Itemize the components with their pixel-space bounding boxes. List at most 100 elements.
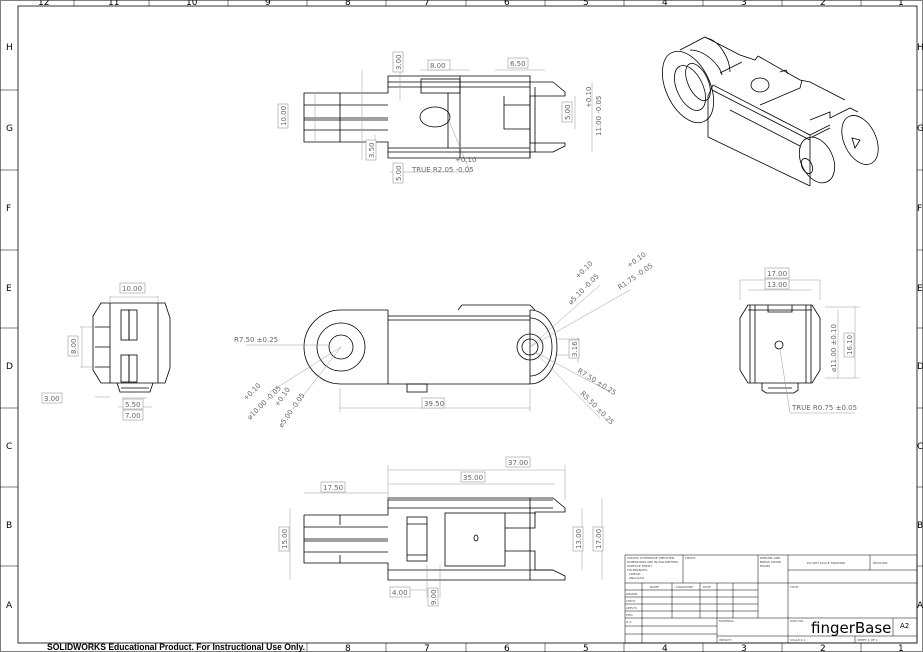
dim-37.00: 37.00 bbox=[508, 459, 528, 467]
front-view: R7.50 ±0.25 39.50 3.16 R7.50 ±0.25 R5.50… bbox=[234, 251, 655, 429]
label: DIMENSIONS ARE IN MILLIMETERS bbox=[627, 560, 678, 564]
label: H bbox=[917, 43, 923, 53]
dim-r1.75: R1.75 -0.05 bbox=[617, 262, 655, 292]
dim-4.00: 4.00 bbox=[392, 589, 408, 597]
label: DATE bbox=[703, 585, 711, 589]
isometric-view bbox=[661, 36, 879, 187]
dim-8.00: 8.00 bbox=[70, 338, 78, 354]
label: C bbox=[6, 442, 12, 452]
zone-10: 10 bbox=[186, 0, 198, 8]
label: APPV'D bbox=[626, 606, 638, 610]
dim-dia11.00: ⌀11.00 ±0.10 bbox=[830, 324, 838, 372]
label: F bbox=[917, 204, 922, 214]
dim-15.00: 15.00 bbox=[281, 529, 289, 549]
label: E bbox=[917, 284, 923, 294]
dim-13.00: 13.00 bbox=[767, 281, 787, 289]
zone-1: 1 bbox=[898, 0, 904, 8]
dim-13.00: 13.00 bbox=[575, 529, 583, 549]
label: ANGULAR: bbox=[629, 576, 645, 580]
bottom-view: 37.00 35.00 17.50 15.00 13.00 17.00 4.00… bbox=[278, 456, 604, 607]
dim-11.00-tol: +0.10 bbox=[585, 87, 593, 108]
dim-5.00-b: 5.00 bbox=[564, 104, 572, 120]
label: 2 bbox=[820, 644, 826, 652]
dim-3.50: 3.50 bbox=[368, 142, 376, 158]
left-view: 10.00 8.00 3.00 5.50 7.00 bbox=[41, 282, 171, 421]
zone-labels-side: H G F E D C B A H G F E D C B A bbox=[6, 43, 923, 611]
label: MFG bbox=[626, 613, 633, 617]
dim-true-r2.05: TRUE R2.05 -0.05 bbox=[411, 166, 474, 174]
label: MATERIAL: bbox=[719, 619, 735, 623]
label: UNLESS OTHERWISE SPECIFIED: bbox=[627, 556, 675, 560]
educational-watermark: SOLIDWORKS Educational Product. For Inst… bbox=[47, 642, 305, 652]
label: TOLERANCES: bbox=[626, 568, 648, 572]
label: A bbox=[6, 601, 13, 611]
dim-17.00: 17.00 bbox=[767, 270, 787, 278]
zone-9: 9 bbox=[265, 0, 271, 8]
dim-9.00: 9.00 bbox=[430, 589, 438, 605]
dim-3.16: 3.16 bbox=[571, 341, 579, 357]
label: C bbox=[917, 442, 923, 452]
label: CHK'D bbox=[626, 599, 636, 603]
label: B bbox=[6, 521, 12, 531]
label: BREAK SHARP bbox=[760, 560, 781, 564]
zone-labels-top: 12 11 10 9 8 7 6 5 4 3 2 1 bbox=[38, 0, 904, 8]
label: FINISH: bbox=[685, 556, 696, 560]
label: 5 bbox=[583, 644, 589, 652]
dim-10.00: 10.00 bbox=[122, 285, 142, 293]
label: WEIGHT: bbox=[719, 638, 732, 642]
dim-39.50: 39.50 bbox=[424, 400, 444, 408]
dim-5.50: 5.50 bbox=[125, 401, 141, 409]
dim-11.00: 11.00 -0.05 bbox=[595, 96, 603, 136]
zone-4: 4 bbox=[662, 0, 668, 8]
zone-11: 11 bbox=[108, 0, 119, 8]
label: DEBURR AND bbox=[760, 556, 781, 560]
sheet-size: A2 bbox=[900, 622, 909, 630]
label: E bbox=[6, 284, 12, 294]
zone-6: 6 bbox=[504, 0, 510, 8]
dim-true-r0.75: TRUE R0.75 ±0.05 bbox=[791, 404, 857, 412]
label: EDGES bbox=[760, 564, 770, 568]
label: 7 bbox=[424, 644, 430, 652]
label: TITLE: bbox=[789, 585, 799, 589]
dim-6.50: 6.50 bbox=[510, 60, 526, 68]
label: 1 bbox=[898, 644, 904, 652]
dim-17.50: 17.50 bbox=[323, 484, 343, 492]
label: DO NOT SCALE DRAWING bbox=[807, 561, 846, 565]
label: SCALE:1:1 bbox=[790, 638, 806, 642]
dim-35.00: 35.00 bbox=[463, 474, 483, 482]
dim-3.00: 3.00 bbox=[395, 54, 403, 70]
dim-true-r2.05-tol: +0.10 bbox=[455, 156, 476, 164]
label: 6 bbox=[504, 644, 510, 652]
label: H bbox=[6, 43, 13, 53]
label: G bbox=[917, 124, 923, 134]
title-block: UNLESS OTHERWISE SPECIFIED: DIMENSIONS A… bbox=[624, 554, 918, 644]
zone-3: 3 bbox=[741, 0, 747, 8]
dim-dia10.00-tol: +0.10 bbox=[242, 382, 263, 403]
label: 4 bbox=[662, 644, 668, 652]
dim-dia5.10: ⌀5.10 -0.05 bbox=[567, 272, 601, 306]
zone-8: 8 bbox=[345, 0, 351, 8]
label: SIGNATURE bbox=[676, 585, 693, 589]
label: Q.A bbox=[626, 620, 632, 624]
dim-8.00: 8.00 bbox=[430, 62, 446, 70]
part-name: fingerBase bbox=[811, 619, 891, 637]
label: 8 bbox=[345, 644, 351, 652]
label: SHEET 1 OF 1 bbox=[857, 638, 878, 642]
label: 3 bbox=[741, 644, 747, 652]
label: DWG NO. bbox=[790, 619, 804, 623]
inner-border bbox=[17, 5, 918, 644]
label: D bbox=[6, 362, 13, 372]
dim-16.10: 16.10 bbox=[846, 335, 854, 355]
zone-7: 7 bbox=[424, 0, 430, 8]
label: F bbox=[6, 204, 11, 214]
dim-r7.50-left: R7.50 ±0.25 bbox=[234, 336, 278, 344]
dim-r5.50: R5.50 ±0.25 bbox=[579, 390, 616, 427]
dim-7.00: 7.00 bbox=[125, 412, 141, 420]
zone-2: 2 bbox=[820, 0, 826, 8]
label: D bbox=[917, 362, 923, 372]
zone-12: 12 bbox=[38, 0, 49, 8]
right-view: 17.00 13.00 ⌀11.00 ±0.10 16.10 TRUE R0.7… bbox=[739, 267, 860, 414]
